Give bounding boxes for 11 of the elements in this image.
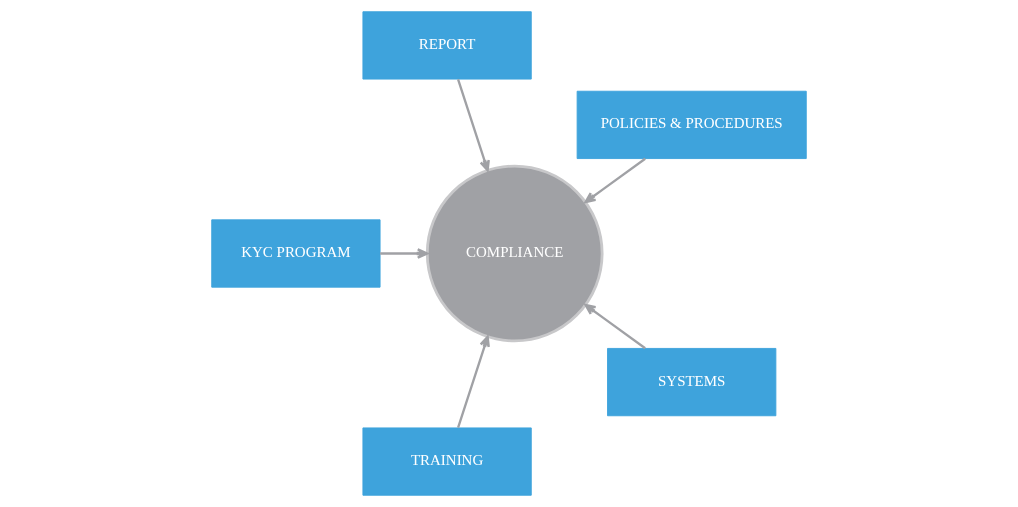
arrow (584, 303, 646, 350)
arrow (584, 157, 646, 204)
node-box: SYSTEMS (607, 347, 777, 417)
arrow (380, 248, 429, 259)
node-circle: COMPLIANCE (425, 164, 604, 343)
node-box: TRAINING (362, 427, 532, 496)
node-box: REPORT (362, 11, 532, 80)
node-box: KYC PROGRAM (211, 219, 381, 288)
arrow (457, 335, 490, 429)
arrow (457, 78, 490, 172)
node-box: POLICIES & PROCEDURES (576, 90, 807, 160)
